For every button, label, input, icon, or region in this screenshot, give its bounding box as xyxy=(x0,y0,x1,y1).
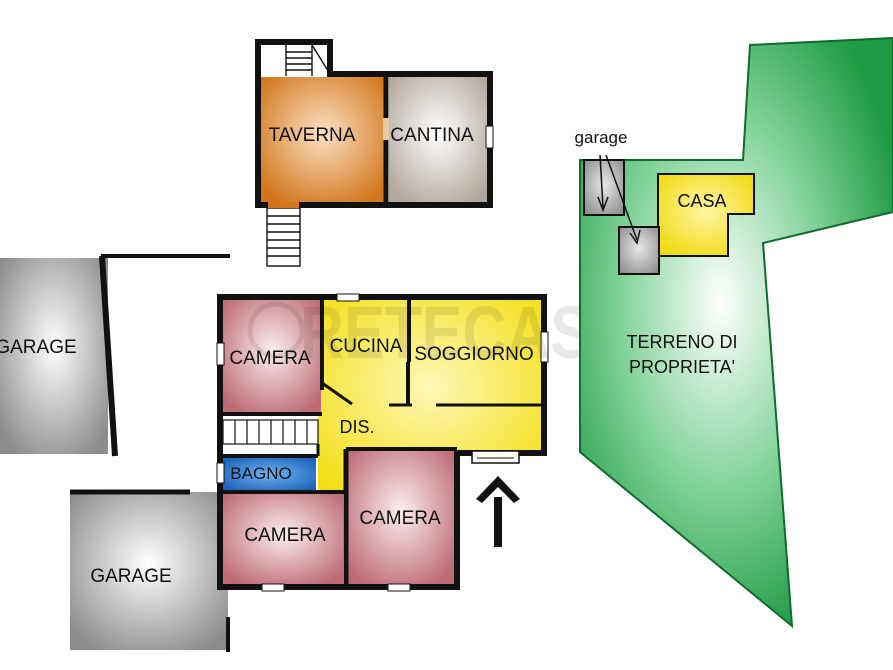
cantina-room xyxy=(389,77,488,202)
garage-left: GARAGE xyxy=(0,254,230,457)
entrance-step xyxy=(471,450,520,464)
living-area xyxy=(318,300,541,492)
camera-bottom-left-room xyxy=(223,494,343,584)
terreno-label-line2: PROPRIETA' xyxy=(629,357,735,377)
bagno-label: BAGNO xyxy=(230,464,291,483)
site-map: garage CASA TERRENO DI PROPRIETA' xyxy=(575,36,893,629)
garage-left-label: GARAGE xyxy=(0,337,77,358)
camera-bottom-left-label: CAMERA xyxy=(244,525,326,546)
interior-stairs xyxy=(222,419,319,445)
casa-label: CASA xyxy=(677,191,726,211)
cantina-label: CANTINA xyxy=(390,125,474,146)
bagno-room xyxy=(223,458,316,490)
taverna-room xyxy=(261,77,385,202)
taverna-stairs-bottom xyxy=(266,207,301,267)
dis-label: DIS. xyxy=(339,417,374,437)
main-floor-plan: CAMERA CUCINA SOGGIORNO DIS. BAGNO CAMER… xyxy=(216,293,549,592)
garage-bottom-label: GARAGE xyxy=(90,566,171,587)
camera-bottom-right-room xyxy=(347,450,454,584)
site-garage-label: garage xyxy=(575,128,628,147)
camera-bottom-right-label: CAMERA xyxy=(359,508,441,529)
terreno-label-line1: TERRENO DI xyxy=(626,332,737,352)
taverna-label: TAVERNA xyxy=(269,125,356,146)
soggiorno-label: SOGGIORNO xyxy=(414,344,533,365)
entrance-arrow-icon xyxy=(476,476,520,547)
windows xyxy=(216,293,549,592)
camera-top-room xyxy=(223,300,321,412)
basement-plan: TAVERNA CANTINA xyxy=(255,39,494,267)
camera-top-label: CAMERA xyxy=(229,348,311,369)
garage-bottom: GARAGE xyxy=(70,489,230,652)
cucina-label: CUCINA xyxy=(330,336,403,357)
